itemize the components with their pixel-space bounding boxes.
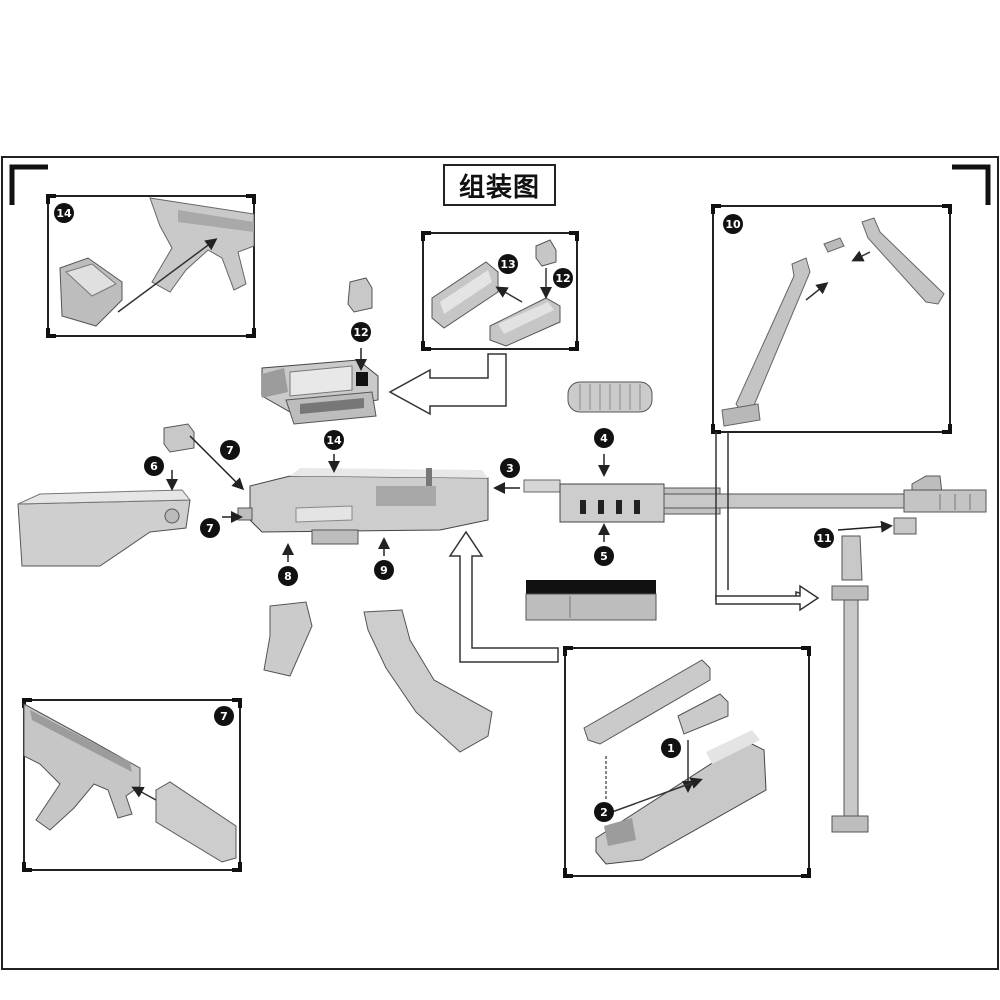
- callout-12-inset: 12: [553, 268, 573, 288]
- corner-bracket-left: [9, 164, 48, 205]
- hollow-arrow-up: [448, 530, 559, 663]
- callout-14-main: 14: [324, 430, 344, 450]
- inset-label-7: 7: [214, 706, 234, 726]
- barrel-assembly: [523, 475, 987, 523]
- svg-text:9: 9: [380, 564, 388, 577]
- callout-9: 9: [374, 560, 394, 580]
- callout-11: 11: [814, 528, 834, 548]
- hollow-arrow-left: [388, 353, 507, 416]
- corner-bracket-right: [952, 164, 991, 205]
- svg-text:3: 3: [506, 462, 514, 475]
- svg-text:12: 12: [353, 326, 368, 339]
- callout-2: 2: [594, 802, 614, 822]
- callout-12-main: 12: [351, 322, 371, 342]
- callout-7-side: 7: [200, 518, 220, 538]
- svg-text:2: 2: [600, 806, 608, 819]
- inset-label-10: 10: [723, 214, 743, 234]
- callout-6: 6: [144, 456, 164, 476]
- callout-4: 4: [594, 428, 614, 448]
- inset-7: [22, 698, 242, 872]
- svg-text:14: 14: [326, 434, 342, 447]
- stock: [17, 489, 192, 567]
- svg-text:1: 1: [667, 742, 675, 755]
- inset-10: [711, 204, 952, 434]
- hollow-arrow-right: [715, 584, 820, 612]
- inset-14: [46, 194, 256, 338]
- svg-text:7: 7: [226, 444, 234, 457]
- pointer-arrows: [166, 348, 893, 562]
- diagram-title: 组装图: [443, 164, 556, 206]
- svg-text:5: 5: [600, 550, 608, 563]
- svg-text:14: 14: [56, 207, 72, 220]
- svg-text:4: 4: [600, 432, 608, 445]
- callout-1: 1: [661, 738, 681, 758]
- inset-1-2: [563, 646, 811, 878]
- callout-8: 8: [278, 566, 298, 586]
- bipod: [831, 517, 917, 833]
- callout-3: 3: [500, 458, 520, 478]
- bipod-leader: [715, 432, 813, 601]
- svg-text:8: 8: [284, 570, 292, 583]
- svg-text:10: 10: [725, 218, 741, 231]
- pistol-grip: [263, 601, 313, 677]
- svg-text:11: 11: [816, 532, 831, 545]
- stock-latch-part: [163, 423, 195, 453]
- inset-12-13: [421, 231, 579, 351]
- callout-5: 5: [594, 546, 614, 566]
- svg-text:6: 6: [150, 460, 158, 473]
- svg-text:7: 7: [206, 522, 214, 535]
- callout-7-top: 7: [220, 440, 240, 460]
- svg-text:7: 7: [220, 710, 228, 723]
- upper-handguard: [567, 381, 653, 413]
- callout-13: 13: [498, 254, 518, 274]
- magazine: [363, 609, 493, 753]
- main-frame: [1, 156, 999, 970]
- svg-text:12: 12: [555, 272, 570, 285]
- inset-label-14: 14: [54, 203, 74, 223]
- receiver: [237, 468, 489, 545]
- svg-text:13: 13: [500, 258, 515, 271]
- lower-handguard: [525, 580, 657, 621]
- rear-sight-assembly: [261, 277, 379, 425]
